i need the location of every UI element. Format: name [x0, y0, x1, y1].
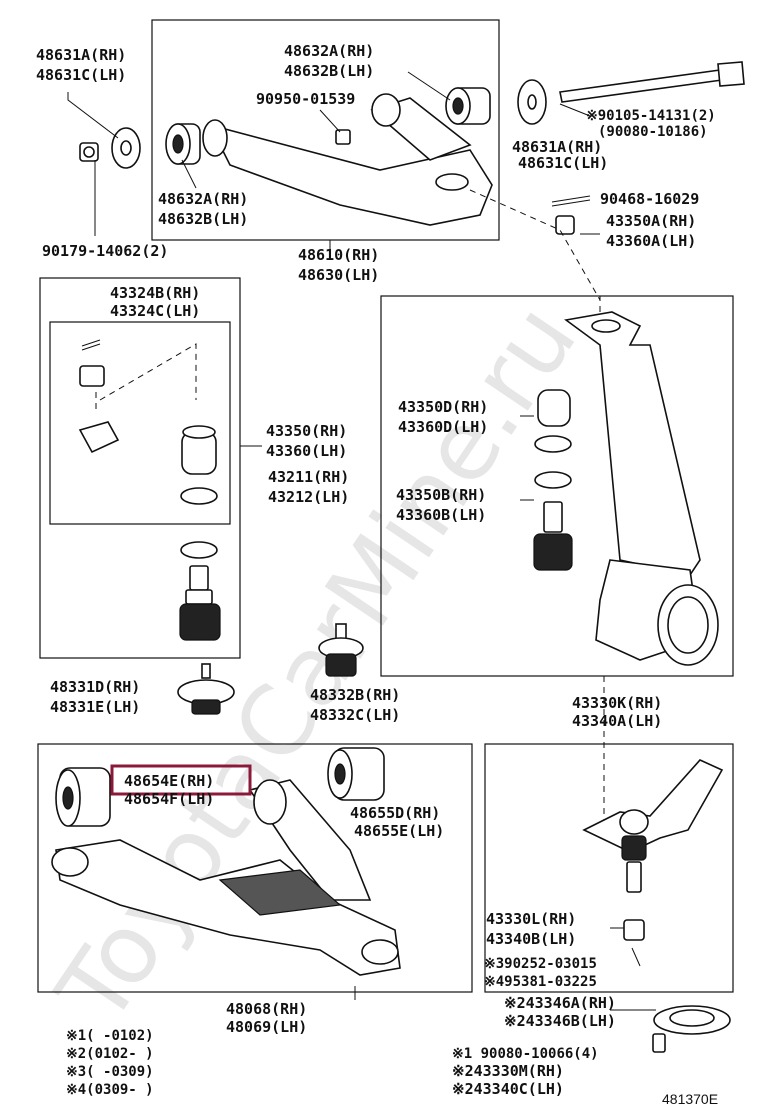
- label-48632b-top: 48632B(LH): [284, 62, 374, 80]
- label-43350: 43350(RH): [266, 422, 347, 440]
- nut-43350a-icon: [555, 215, 575, 235]
- label-48631a-right: 48631A(RH): [512, 138, 602, 156]
- note-2: ※2(0102- ): [66, 1046, 154, 1062]
- ball-joint-43350-icon: [179, 565, 221, 641]
- lower-control-arm-icon: [51, 779, 401, 976]
- note-3: ※3( -0309): [66, 1064, 154, 1080]
- boot-43350d-icon: [537, 389, 571, 427]
- label-43330k: 43330K(RH): [572, 694, 662, 712]
- cotter-pin-90468-icon: [551, 195, 591, 207]
- nut-90179-icon: [79, 142, 99, 162]
- dust-cover-43346a-icon: [653, 1005, 731, 1035]
- ring-43350d-icon: [534, 435, 572, 453]
- label-90950: 90950-01539: [256, 90, 355, 108]
- label-43330m: ※243330M(RH): [452, 1062, 564, 1080]
- ball-joint-dust-boot-icon: [181, 425, 217, 475]
- label-43324b: 43324B(RH): [110, 284, 200, 302]
- label-43350a: 43350A(RH): [606, 212, 696, 230]
- label-43350d: 43350D(RH): [398, 398, 488, 416]
- label-43324c: 43324C(LH): [110, 302, 200, 320]
- ball-joint-43350b-icon: [533, 501, 573, 571]
- diagram-code: 481370E: [662, 1091, 718, 1107]
- note-1: ※1( -0102): [66, 1028, 154, 1044]
- label-48331e: 48331E(LH): [50, 698, 140, 716]
- snap-ring-outer-icon: [180, 541, 218, 559]
- label-43346a: ※243346A(RH): [504, 994, 616, 1012]
- label-43346b: ※243346B(LH): [504, 1012, 616, 1030]
- label-43350b: 43350B(RH): [396, 486, 486, 504]
- label-90080-10066: ※1 90080-10066(4): [452, 1046, 599, 1062]
- label-48630: 48630(LH): [298, 266, 379, 284]
- grease-fitting-90950-icon: [335, 129, 351, 145]
- label-48332b: 48332B(RH): [310, 686, 400, 704]
- washer-48631-right-icon: [517, 79, 547, 125]
- ball-joint-box: [39, 277, 241, 659]
- lower-arm-box: [37, 743, 473, 993]
- steering-knuckle-icon: [564, 311, 719, 666]
- label-43360: 43360(LH): [266, 442, 347, 460]
- bolt-90105-icon: [559, 61, 745, 103]
- label-95381: ※495381-03225: [484, 974, 597, 990]
- label-43340a: 43340A(LH): [572, 712, 662, 730]
- bushing-48632-left-icon: [165, 123, 201, 165]
- label-90080-10186: (90080-10186): [598, 124, 708, 140]
- label-43330l: 43330L(RH): [486, 910, 576, 928]
- cotter-pin-43324-icon: [81, 339, 101, 351]
- label-48631a: 48631A(RH): [36, 46, 126, 64]
- label-48331d: 48331D(RH): [50, 678, 140, 696]
- snap-ring-43211-icon: [180, 487, 218, 505]
- label-43360a: 43360A(LH): [606, 232, 696, 250]
- label-48655d: 48655D(RH): [350, 804, 440, 822]
- label-43211: 43211(RH): [268, 468, 349, 486]
- label-48069: 48069(LH): [226, 1018, 307, 1036]
- label-90252: ※390252-03015: [484, 956, 597, 972]
- label-90105: ※90105-14131(2): [586, 108, 716, 124]
- boot-43324-icon: [78, 421, 120, 454]
- label-43360d: 43360D(LH): [398, 418, 488, 436]
- label-48610: 48610(RH): [298, 246, 379, 264]
- washer-48631-icon: [111, 127, 141, 169]
- lower-ball-joint-43330k-icon: [582, 759, 724, 893]
- bushing-48655-icon: [327, 747, 385, 801]
- label-48654f: 48654F(LH): [124, 790, 214, 808]
- bolt-90080-icon: [652, 1033, 666, 1053]
- lower-ball-joint-box: [484, 743, 734, 993]
- bump-stopper-48332-icon: [318, 623, 364, 677]
- upper-arm-box: [151, 19, 500, 241]
- upper-control-arm-icon: [202, 93, 493, 226]
- ball-joint-inner-box: [49, 321, 231, 525]
- nut-43330l-icon: [623, 919, 645, 941]
- label-48632a-top: 48632A(RH): [284, 42, 374, 60]
- bushing-48654-icon: [55, 767, 111, 827]
- label-48632b-left: 48632B(LH): [158, 210, 248, 228]
- label-48632a-left: 48632A(RH): [158, 190, 248, 208]
- highlight-48654e[interactable]: [110, 764, 252, 796]
- label-48631c: 48631C(LH): [36, 66, 126, 84]
- label-48655e: 48655E(LH): [354, 822, 444, 840]
- label-48332c: 48332C(LH): [310, 706, 400, 724]
- note-4: ※4(0309- ): [66, 1082, 154, 1098]
- castle-nut-icon: [79, 365, 105, 387]
- label-43212: 43212(LH): [268, 488, 349, 506]
- ring-43350b-icon: [534, 471, 572, 489]
- label-48631c-right: 48631C(LH): [518, 154, 608, 172]
- label-90468: 90468-16029: [600, 190, 699, 208]
- label-43360b: 43360B(LH): [396, 506, 486, 524]
- label-43340c: ※243340C(LH): [452, 1080, 564, 1098]
- bump-stopper-48331-icon: [177, 663, 235, 715]
- label-48068: 48068(RH): [226, 1000, 307, 1018]
- label-48654e[interactable]: 48654E(RH): [124, 772, 214, 790]
- label-90179: 90179-14062(2): [42, 242, 168, 260]
- knuckle-box: [380, 295, 734, 677]
- bushing-48632-top-icon: [445, 87, 491, 125]
- label-43340b: 43340B(LH): [486, 930, 576, 948]
- cotter-pin-90252-icon: [631, 947, 641, 967]
